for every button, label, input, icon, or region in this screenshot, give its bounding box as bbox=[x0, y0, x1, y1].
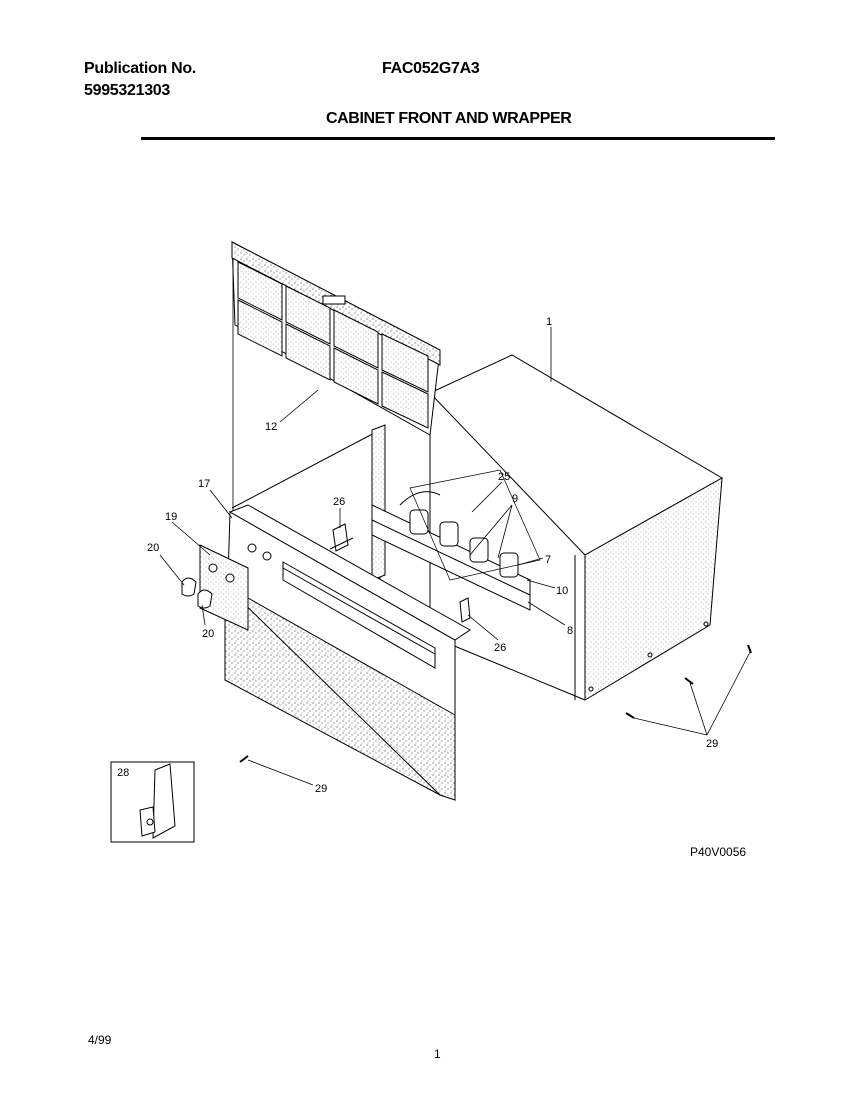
header-rule bbox=[141, 137, 775, 140]
control-knob-lower bbox=[197, 589, 213, 609]
callout-17: 17 bbox=[198, 478, 210, 490]
page-number: 1 bbox=[434, 1047, 441, 1061]
publication-label: Publication No. bbox=[84, 60, 196, 77]
screw-right-c bbox=[747, 644, 752, 654]
callout-10: 10 bbox=[556, 585, 568, 597]
callout-12: 12 bbox=[265, 421, 277, 433]
control-bracket bbox=[371, 424, 541, 611]
screw-lower-left bbox=[239, 755, 249, 763]
control-knob-upper bbox=[181, 577, 197, 597]
drawing-code: P40V0056 bbox=[690, 845, 747, 859]
air-filter bbox=[231, 241, 441, 650]
detail-inset-box bbox=[110, 761, 195, 843]
control-panel-overlay bbox=[199, 544, 249, 631]
callout-9: 9 bbox=[512, 493, 518, 505]
callout-28: 28 bbox=[117, 767, 129, 779]
retainer-clip-upper bbox=[329, 523, 354, 552]
screw-right-a bbox=[684, 677, 694, 685]
callout-1: 1 bbox=[546, 316, 552, 328]
callout-7: 7 bbox=[545, 554, 551, 566]
callout-19: 19 bbox=[165, 511, 177, 523]
screw-right-b bbox=[625, 712, 635, 719]
callout-20-lower: 20 bbox=[202, 628, 214, 640]
callout-26-lower: 26 bbox=[494, 642, 506, 654]
model-number: FAC052G7A3 bbox=[382, 60, 480, 77]
revision-date: 4/99 bbox=[88, 1033, 112, 1047]
callout-20-upper: 20 bbox=[147, 542, 159, 554]
callout-25: 25 bbox=[498, 471, 510, 483]
section-title: CABINET FRONT AND WRAPPER bbox=[326, 110, 572, 127]
leader-lines bbox=[159, 327, 751, 786]
callout-29-lower-left: 29 bbox=[315, 783, 327, 795]
callout-26-upper: 26 bbox=[333, 496, 345, 508]
publication-number: 5995321303 bbox=[84, 82, 170, 99]
callout-8: 8 bbox=[567, 625, 573, 637]
cabinet-front-panel bbox=[224, 504, 471, 801]
retainer-clip-lower bbox=[459, 597, 471, 623]
callout-29-right: 29 bbox=[706, 738, 718, 750]
